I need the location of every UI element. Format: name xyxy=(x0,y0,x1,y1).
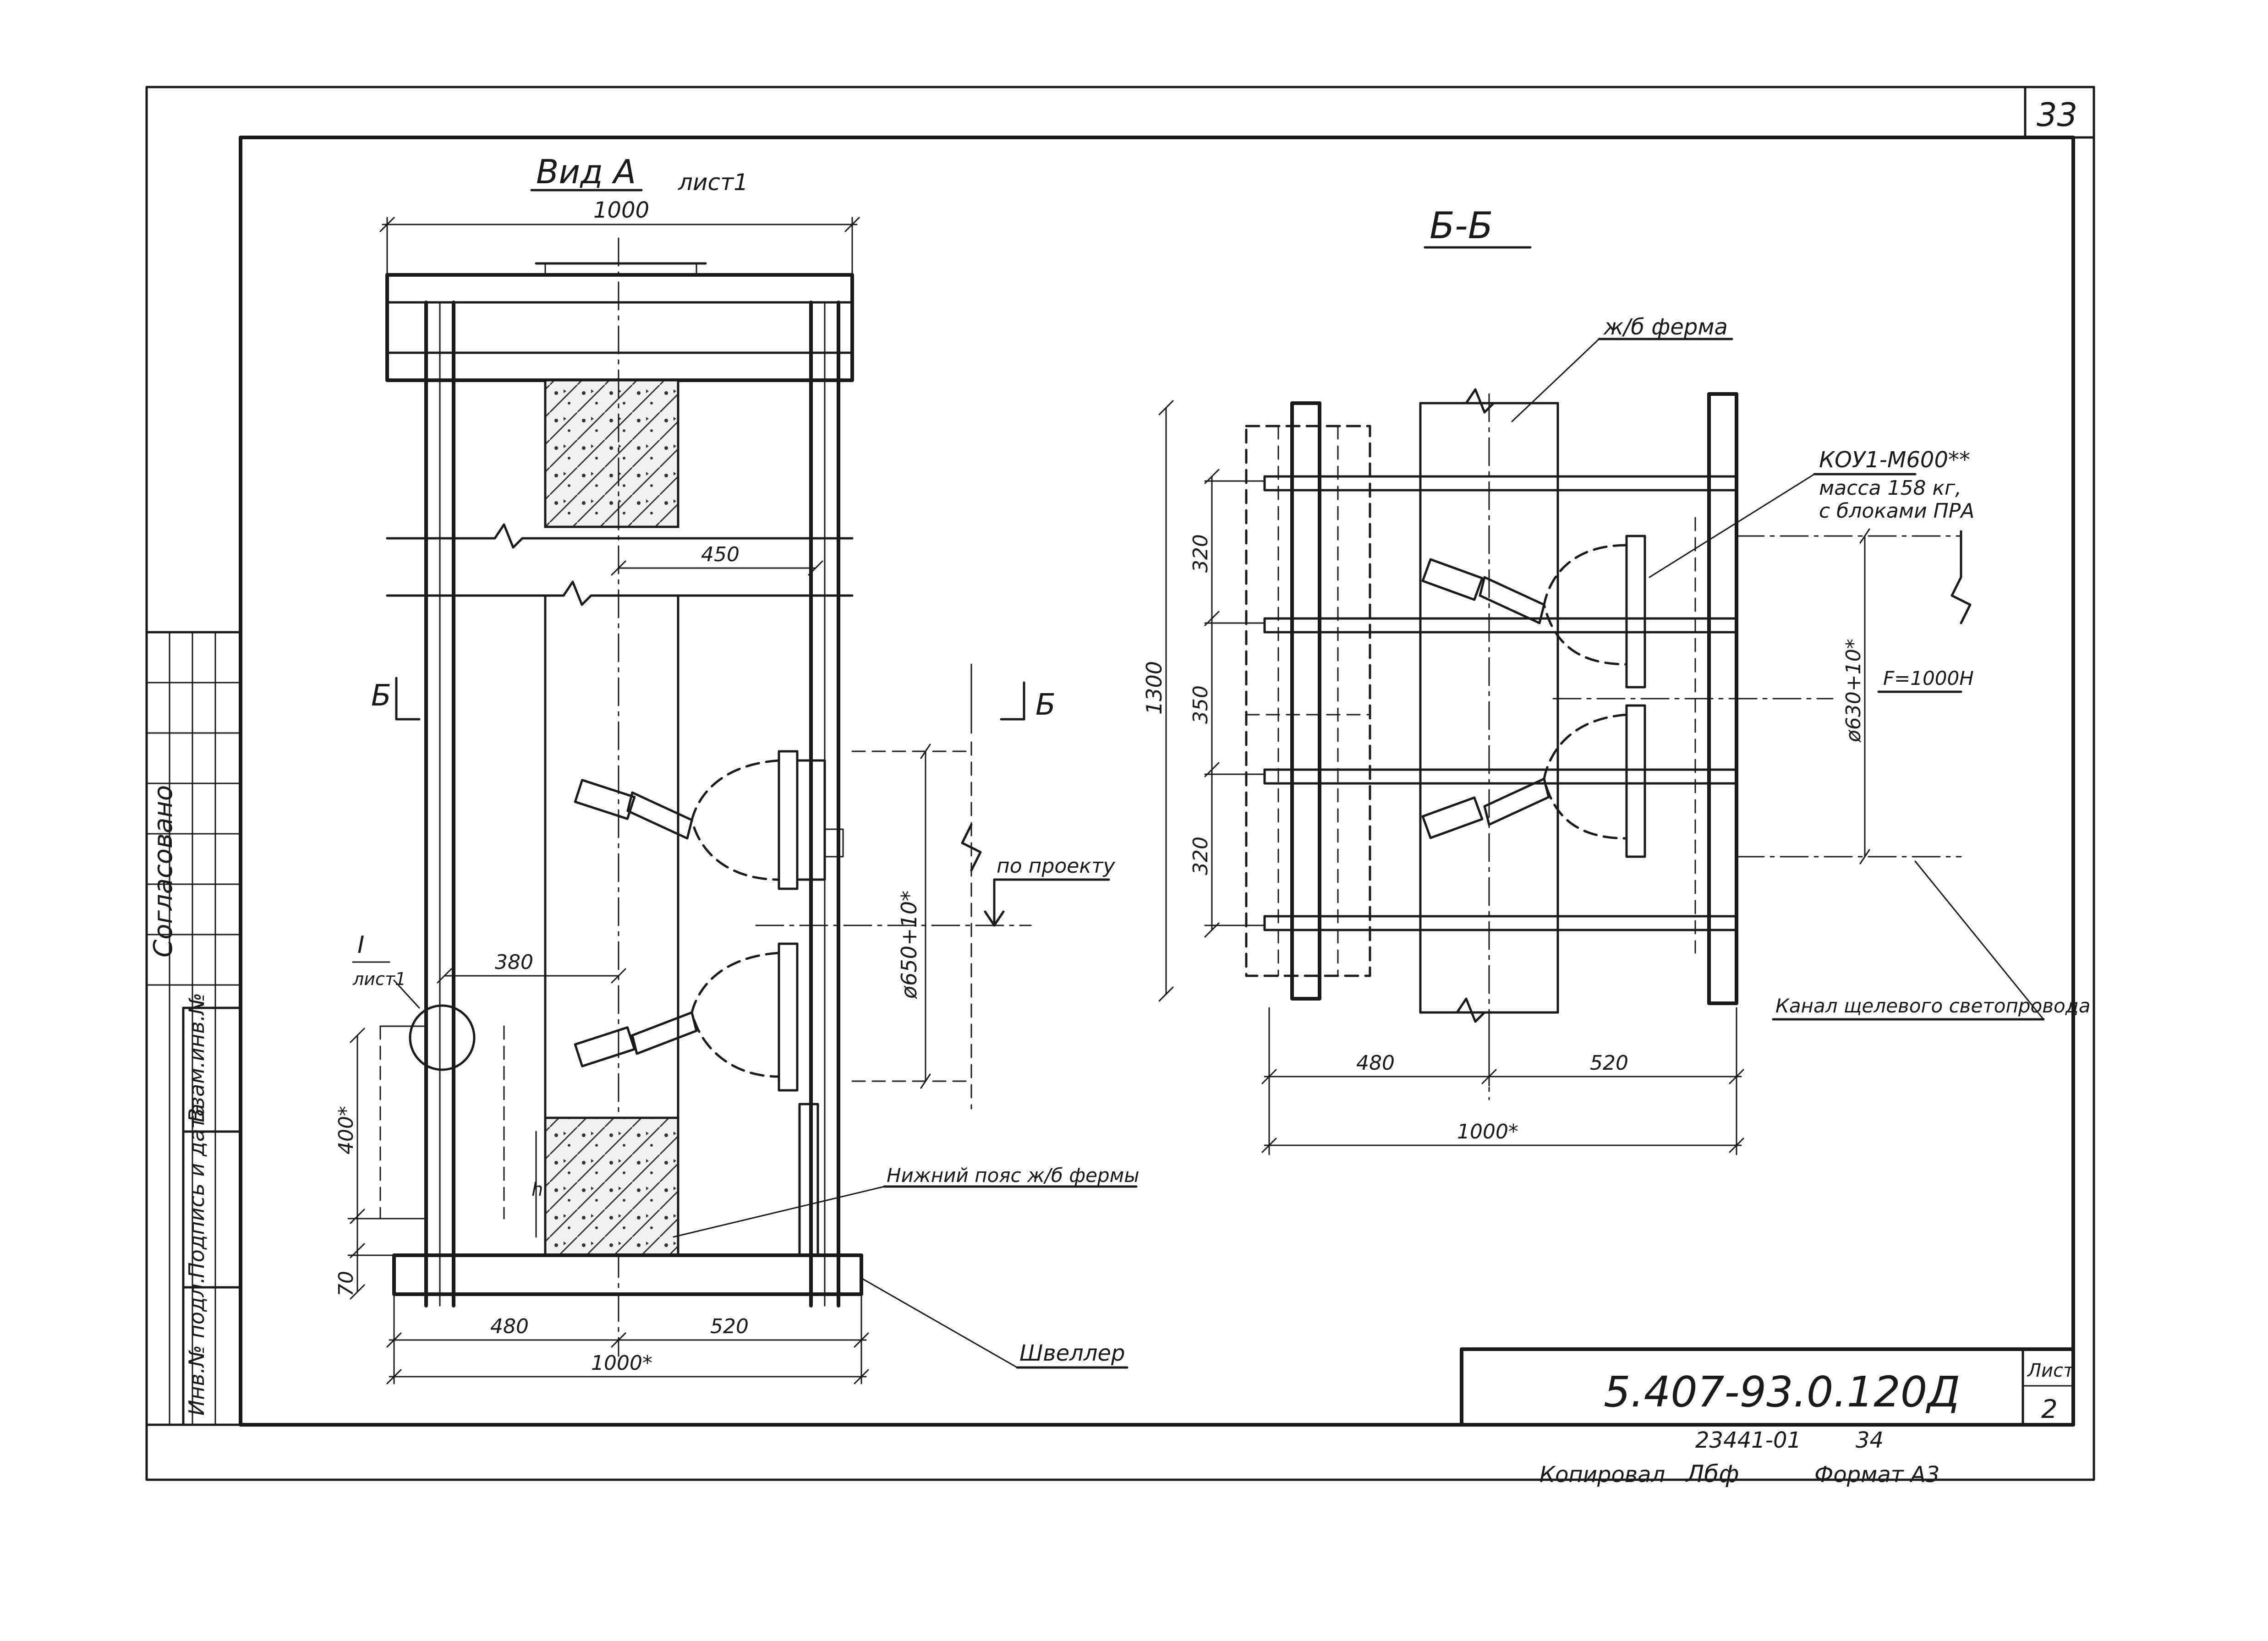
title-designation: 5.407-93.0.120Д xyxy=(1604,1368,1960,1417)
section-bb-dim-left: 480 xyxy=(1356,1051,1395,1075)
view-a-node-sheet: лист1 xyxy=(352,969,406,989)
section-bb-title: Б-Б xyxy=(1430,204,1493,247)
view-a-dim-total: 1000* xyxy=(591,1351,652,1375)
section-bb-luminaire-lower xyxy=(1421,704,1646,858)
view-a-node-circle xyxy=(409,1004,476,1071)
side-label-replace-inv: Взам.инв.№ xyxy=(184,993,209,1122)
sheet-frame: 33 xyxy=(145,86,2095,1481)
view-a-channel-callout: Швеллер xyxy=(1019,1340,1125,1366)
section-bb: Б-Б ж/б ферма xyxy=(1142,204,2090,1155)
view-a-luminaire-lower xyxy=(574,942,799,1092)
section-bb-dim-diameter: ø630+10* xyxy=(1842,639,1865,743)
title-sheet-number: 2 xyxy=(2041,1395,2058,1424)
view-a-dim-height-400: 400* xyxy=(334,1106,358,1154)
side-label-signature-date: Подпись и дата xyxy=(184,1104,209,1278)
view-a: Вид А лист1 1000 xyxy=(334,153,1139,1384)
title-block xyxy=(1460,1347,2075,1427)
view-a-dim-offset: 450 xyxy=(701,543,740,566)
section-bb-left-post xyxy=(1290,401,1321,1001)
section-bb-dim-320-bottom: 320 xyxy=(1189,837,1212,875)
view-a-lower-chord-callout: Нижний пояс ж/б фермы xyxy=(887,1164,1139,1187)
section-bb-dim-350: 350 xyxy=(1189,685,1212,724)
archive-number: 23441-01 xyxy=(1695,1428,1801,1453)
section-bb-lamp-blocks: с блоками ПРА xyxy=(1819,499,1974,523)
view-a-title: Вид А xyxy=(536,153,636,191)
copied-label: Копировал xyxy=(1539,1462,1665,1488)
section-bb-lamp-model: КОУ1-М600** xyxy=(1819,447,1970,473)
view-a-bottom-plate xyxy=(392,1253,863,1296)
view-a-upper-concrete xyxy=(544,379,679,528)
view-a-sheet-ref: лист1 xyxy=(678,169,748,196)
view-a-dim-h: h xyxy=(531,1179,543,1200)
section-bb-left-frame xyxy=(1245,425,1371,977)
view-a-by-project-callout: по проекту xyxy=(997,854,1116,878)
view-a-dim-arm: 380 xyxy=(495,951,533,974)
section-bb-lamp-mass: масса 158 кг, xyxy=(1819,476,1961,500)
view-a-lower-chord xyxy=(544,1116,679,1257)
view-a-dim-right: 520 xyxy=(710,1315,749,1338)
format-label: Формат А3 xyxy=(1814,1462,1939,1488)
copied-signature: Лбф xyxy=(1685,1460,1739,1488)
corner-page-number: 33 xyxy=(2037,96,2077,134)
side-label-original-inv: Инв.№ подл. xyxy=(184,1277,209,1416)
archive-page: 34 xyxy=(1856,1428,1884,1453)
approval-label: Согласовано xyxy=(148,785,178,957)
view-a-section-mark-right: Б xyxy=(1035,688,1056,722)
view-a-dim-left: 480 xyxy=(490,1315,529,1338)
section-bb-channel-callout: Канал щелевого светопровода xyxy=(1775,995,2090,1017)
section-bb-dim-right: 520 xyxy=(1590,1051,1628,1075)
view-a-section-mark-left: Б xyxy=(371,679,391,713)
side-stamp-strip xyxy=(145,631,242,1426)
section-bb-dim-1300: 1300 xyxy=(1142,661,1167,715)
view-a-node-mark: I xyxy=(357,931,364,959)
section-bb-truss-callout: ж/б ферма xyxy=(1603,314,1728,340)
section-bb-force: F=1000Н xyxy=(1883,667,1974,689)
view-a-dim-top-width: 1000 xyxy=(593,197,649,223)
view-a-luminaire-upper xyxy=(574,750,844,890)
view-a-dim-diameter: ø650+10* xyxy=(897,891,921,999)
view-a-dim-height-70: 70 xyxy=(334,1271,358,1296)
title-sheet-label: Лист xyxy=(2027,1360,2075,1381)
section-bb-dim-320-top: 320 xyxy=(1189,534,1212,573)
section-bb-dim-total: 1000* xyxy=(1457,1120,1518,1143)
view-a-top-beam xyxy=(385,273,854,382)
section-bb-luminaire-upper xyxy=(1421,535,1646,689)
page-number-box xyxy=(2024,86,2095,139)
